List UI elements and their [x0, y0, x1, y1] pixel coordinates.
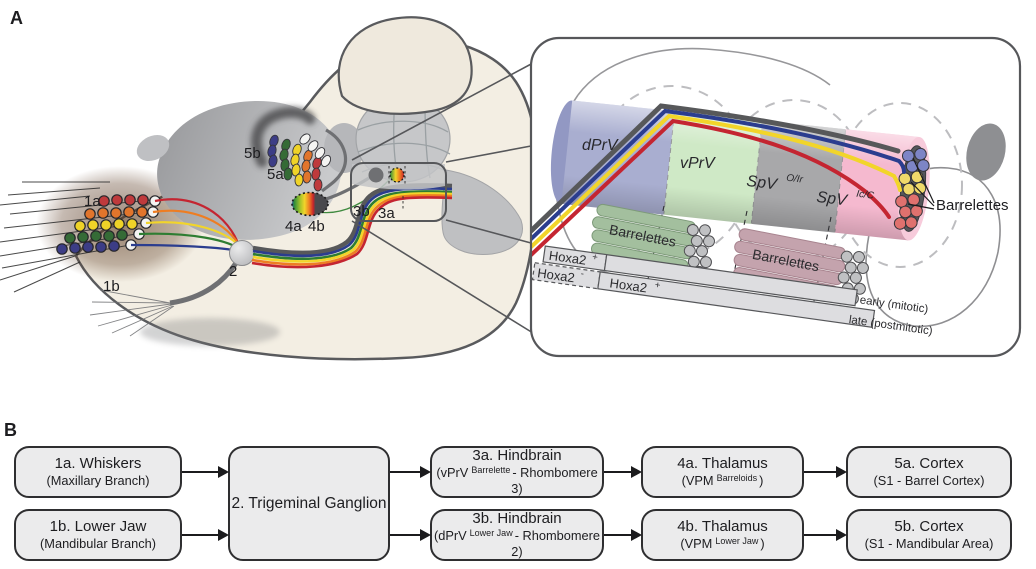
follicle-row-yellow: [74, 218, 138, 232]
flow-box-cortex-5b: 5b. Cortex (S1 - Mandibular Area): [846, 509, 1012, 561]
hoxa2-early-band: [603, 253, 858, 307]
follicle-row-green: [64, 229, 128, 244]
central-tract: [251, 183, 453, 269]
panel-a: A: [0, 8, 1022, 361]
flow-box-lower-jaw: 1b. Lower Jaw (Mandibular Branch): [14, 509, 182, 561]
flow-box-title: 3a. Hindbrain: [472, 446, 562, 464]
flow-box-title: 3b. Hindbrain: [472, 509, 562, 527]
cap-barrelette-circles: [893, 147, 930, 230]
hoxa2-neg-sign: -: [580, 268, 585, 279]
follicle-row-red: [98, 194, 149, 207]
cortex-row-red: [311, 156, 323, 192]
cortex-row-yellow: [290, 143, 304, 187]
panel-a-svg: A: [0, 8, 1022, 361]
flow-box-subtitle: (Mandibular Branch): [40, 536, 156, 552]
flow-box-title: 2. Trigeminal Ganglion: [231, 494, 387, 512]
vprv-label: vPrV: [680, 155, 716, 172]
panel-b-label: B: [4, 420, 17, 440]
olfactory-bulb: [136, 134, 170, 162]
inset-afferent-bundle: [531, 103, 906, 257]
cortex-thalamus-tract: [320, 128, 348, 193]
spv-icc-sup: Ic/C: [856, 189, 876, 202]
marker-5a: 5a: [267, 166, 284, 183]
cortex-shadow: [251, 106, 316, 168]
flow-box-title: 4b. Thalamus: [677, 517, 768, 535]
spv-icc-label: SpV: [816, 189, 849, 210]
cortex-barrel-map: [267, 133, 332, 192]
marker-4a: 4a: [285, 218, 302, 235]
hoxa2-neg-cell: [531, 262, 601, 290]
flow-box-cortex-5a: 5a. Cortex (S1 - Barrel Cortex): [846, 446, 1012, 498]
flow-box-subtitle: (S1 - Mandibular Area): [864, 536, 994, 552]
cortex-row-orange: [301, 149, 313, 184]
inset-ear-blob: [966, 123, 1006, 181]
spv-oir-label: SpV: [746, 173, 779, 194]
flow-box-title: 1a. Whiskers: [54, 454, 142, 472]
marker-2: 2: [229, 263, 237, 280]
spv-oir-sup: O/Ir: [786, 173, 805, 186]
hoxa2-neg-label: Hoxa2: [536, 265, 575, 285]
flow-box-whiskers: 1a. Whiskers (Maxillary Branch): [14, 446, 182, 498]
inset-border: [529, 36, 1022, 358]
mandibular-nerve: [89, 261, 239, 337]
hoxa2-early-sign: +: [591, 252, 598, 264]
panel-a-label: A: [10, 8, 23, 28]
flow-box-title: 1b. Lower Jaw: [49, 517, 147, 535]
flow-box-title: 5a. Cortex: [894, 454, 964, 472]
flow-box-title: 5b. Cortex: [894, 517, 964, 535]
hoxa2-late-label: Hoxa2: [609, 275, 648, 295]
hoxa2-late-band: [597, 271, 876, 328]
whisker-follicles: [56, 194, 161, 255]
flow-box-subtitle: (Maxillary Branch): [46, 473, 150, 489]
marker-3b: 3b: [353, 203, 370, 220]
marker-4b: 4b: [308, 218, 325, 235]
hoxa2-early-label: Hoxa2: [548, 248, 587, 268]
vprv-nucleus-dot: [389, 167, 405, 183]
marker-5b: 5b: [244, 145, 261, 162]
follicle-row-orange: [84, 206, 148, 220]
panel-b: B 1a. Whiskers (Maxillary Branch) 1b. Lo…: [0, 420, 1036, 569]
flow-box-trigeminal-ganglion: 2. Trigeminal Ganglion: [228, 446, 390, 561]
flow-box-subtitle: (S1 - Barrel Cortex): [873, 473, 985, 489]
marker-1a: 1a: [84, 193, 101, 210]
jaw-shadow: [140, 318, 280, 346]
cortex-row-blue: [267, 134, 279, 168]
dprv-nucleus-dot: [368, 167, 384, 183]
follicle-row-blue: [56, 240, 120, 255]
brainstem: [441, 169, 523, 255]
barrelettes-pointer-lines: [907, 157, 935, 210]
marker-3a: 3a: [378, 205, 395, 222]
hoxa2-late-sign: +: [654, 280, 661, 292]
cortex-row-white: [299, 133, 332, 168]
ear: [337, 16, 473, 115]
hindbrain-zoom-box: 3b 3a: [350, 162, 447, 222]
thalamus-ellipse: [291, 191, 329, 217]
marker-1b: 1b: [103, 278, 120, 295]
barrelettes-cluster-pink: Barrelettes: [733, 228, 869, 305]
hindbrain-inset: Barrelettes Barrelettes: [531, 38, 1020, 356]
barrelettes-pointer-label: Barrelettes: [936, 197, 1009, 214]
trigeminal-ganglion: [229, 240, 255, 266]
zoom-connector-lines: [351, 62, 534, 334]
dprv-label: dPrV: [582, 137, 619, 154]
flow-box-title: 4a. Thalamus: [677, 454, 768, 472]
cortex-row-green: [279, 138, 293, 181]
